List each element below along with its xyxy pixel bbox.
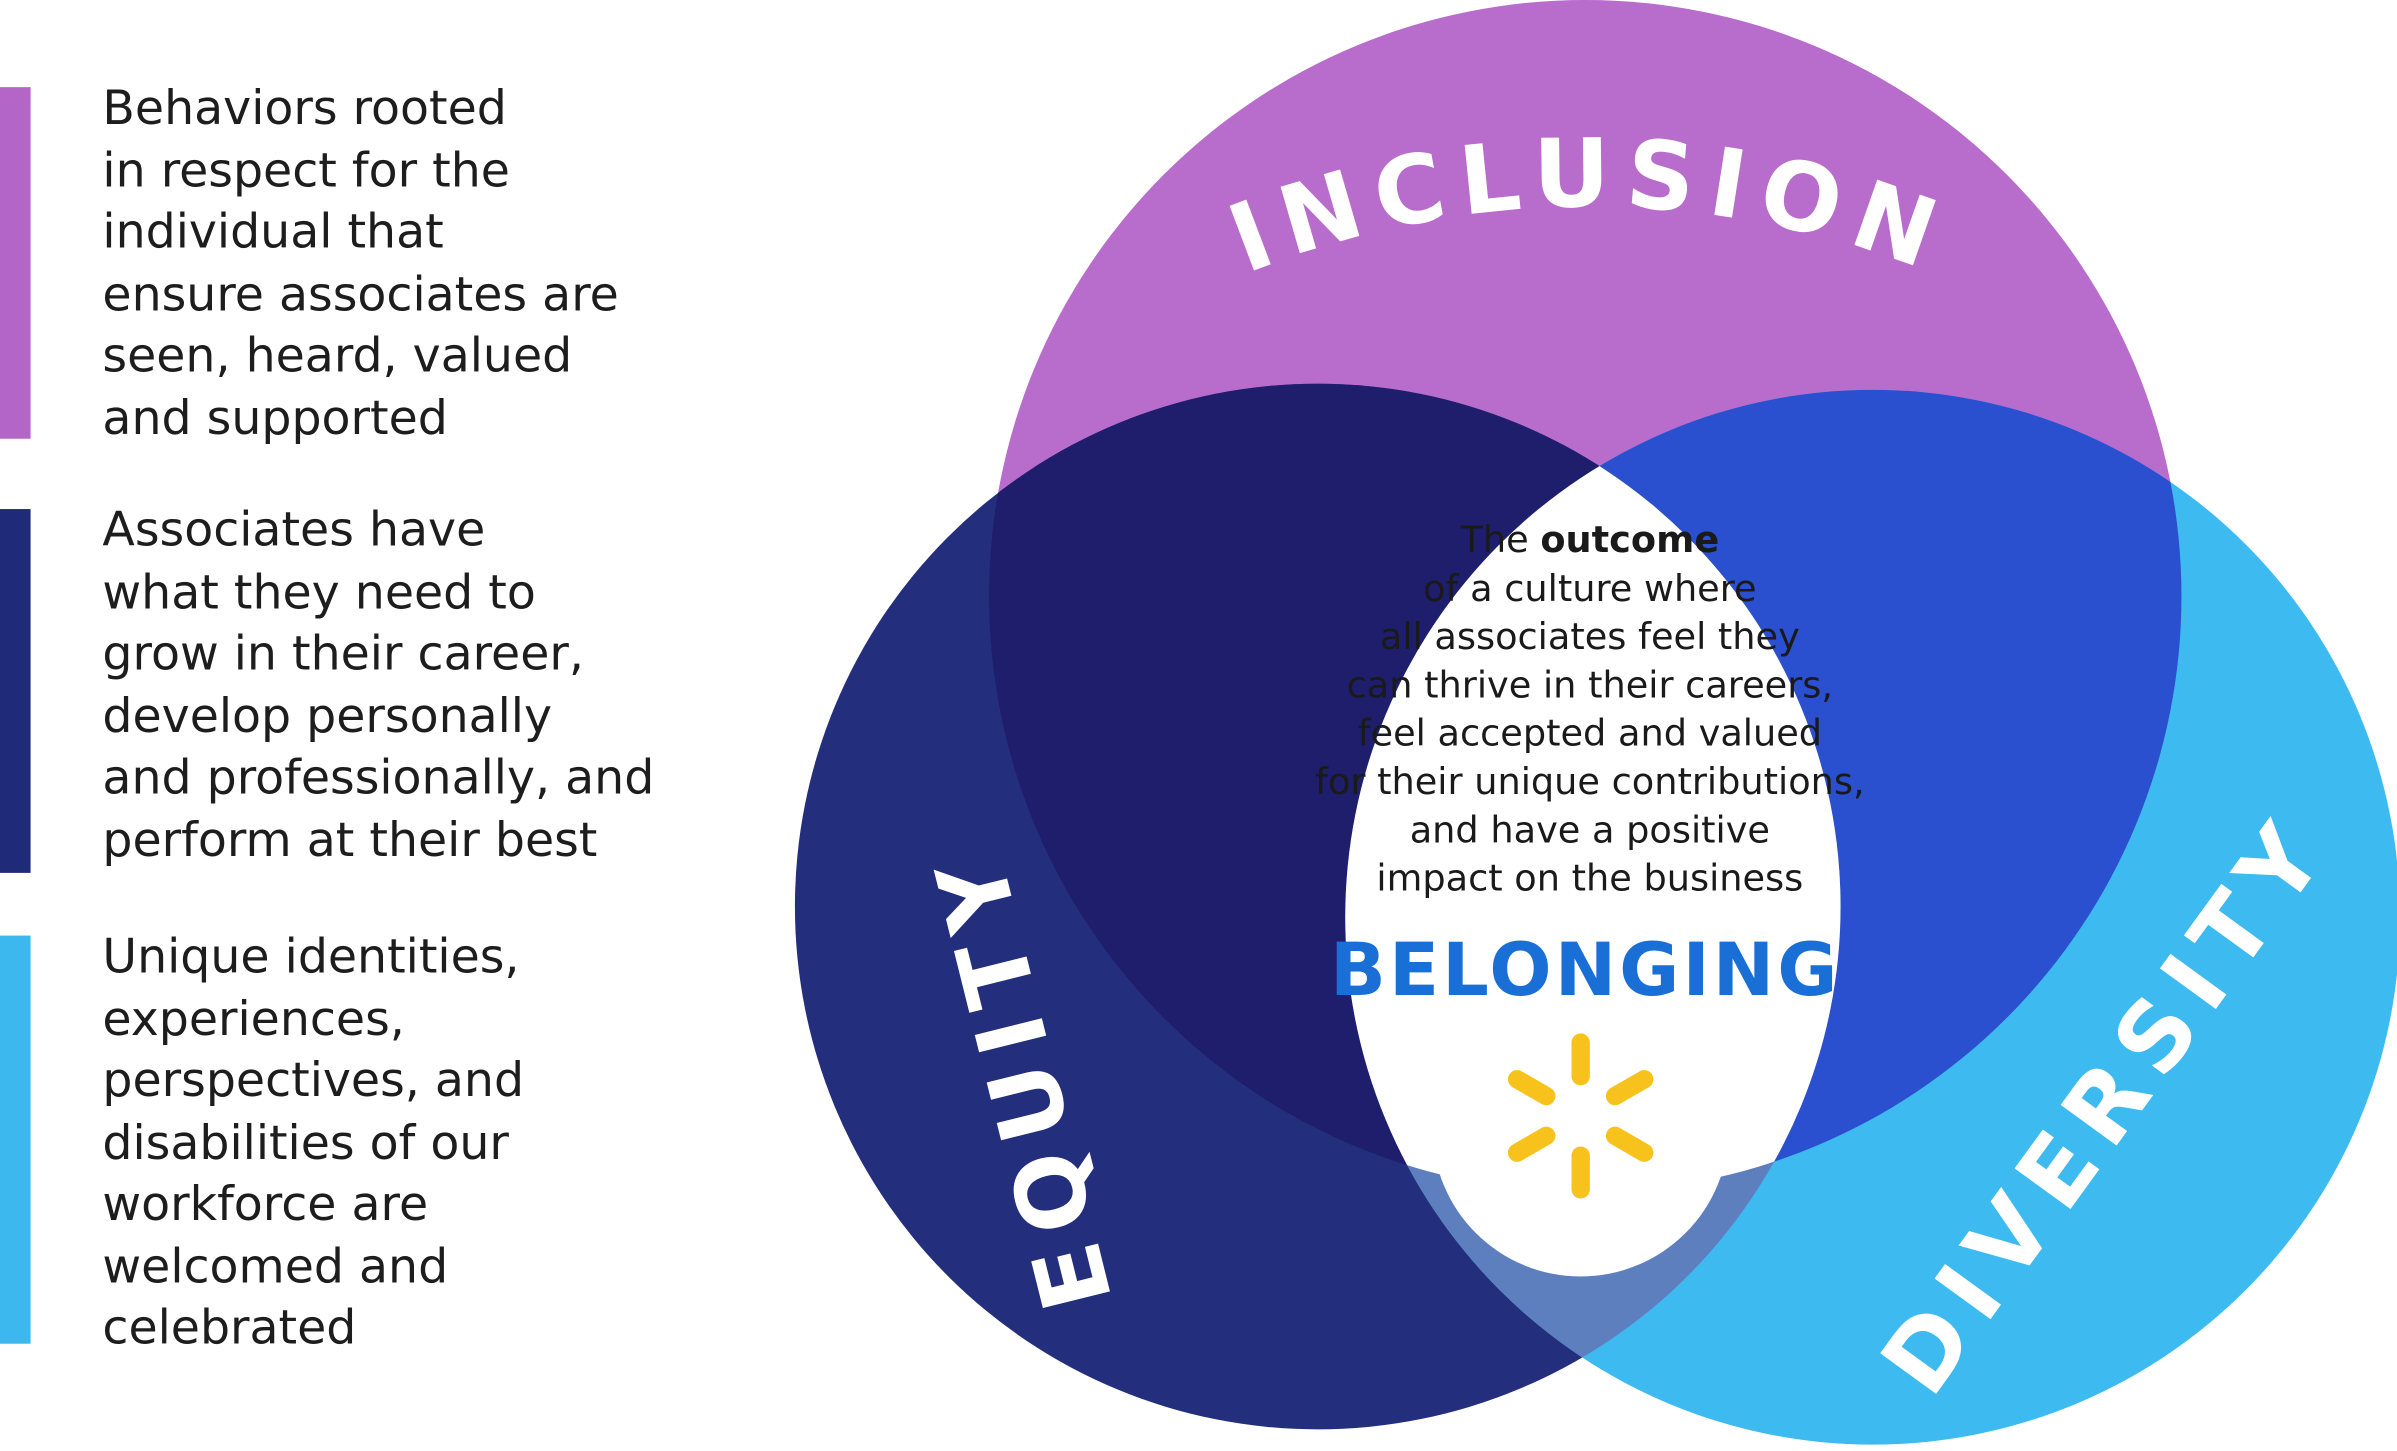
legend-line: grow in their career, — [102, 626, 584, 682]
legend-line: workforce are — [102, 1177, 429, 1233]
center-line: can thrive in their careers, — [1347, 663, 1833, 706]
legend-line: welcomed and — [102, 1239, 449, 1295]
legend-line: experiences, — [102, 991, 405, 1047]
spark-petal — [1507, 1126, 1556, 1162]
walmart-spark-icon — [1507, 1033, 1654, 1199]
legend-line: perform at their best — [102, 812, 598, 868]
legend-bar-equity — [0, 509, 31, 873]
center-line: and have a positive — [1410, 808, 1770, 851]
center-line: all associates feel they — [1380, 615, 1800, 658]
center-description: of a culture where all associates feel th… — [1315, 567, 1865, 900]
legend-bar-inclusion — [0, 87, 31, 439]
legend-text-equity: Associates have what they need to grow in … — [102, 500, 654, 871]
legend-line: ensure associates are — [102, 266, 619, 322]
legend-line: and supported — [102, 390, 448, 446]
legend-line: Behaviors rooted — [102, 81, 507, 137]
legend-line: Unique identities, — [102, 929, 520, 985]
legend-line: celebrated — [102, 1300, 357, 1356]
legend-line: seen, heard, valued — [102, 328, 573, 384]
spark-petal — [1571, 1146, 1590, 1199]
center-line: feel accepted and valued — [1358, 712, 1823, 755]
legend-line: disabilities of our — [102, 1115, 509, 1171]
legend-line: develop personally — [102, 688, 553, 744]
legend-text-diversity: Unique identities, experiences, perspectiv… — [102, 926, 524, 1359]
spark-petal — [1507, 1070, 1556, 1106]
legend-line: Associates have — [102, 502, 486, 558]
spark-petal — [1571, 1033, 1590, 1086]
center-line: impact on the business — [1376, 857, 1803, 900]
center-line: of a culture where — [1423, 567, 1756, 610]
legend-bar-diversity — [0, 935, 31, 1344]
legend-line: and professionally, and — [102, 750, 655, 806]
center-intro: The outcome — [1459, 518, 1719, 561]
legend-line: what they need to — [102, 564, 536, 620]
logo-bump — [1432, 979, 1729, 1277]
legend-line: perspectives, and — [102, 1053, 525, 1109]
spark-petal — [1605, 1070, 1654, 1106]
belonging-center-region — [1345, 389, 1841, 1193]
belonging-title: BELONGING — [1330, 928, 1841, 1013]
center-line: for their unique contributions, — [1315, 760, 1865, 803]
spark-petal — [1605, 1126, 1654, 1162]
legend-line: in respect for the — [102, 142, 510, 198]
legend-line: individual that — [102, 204, 444, 260]
